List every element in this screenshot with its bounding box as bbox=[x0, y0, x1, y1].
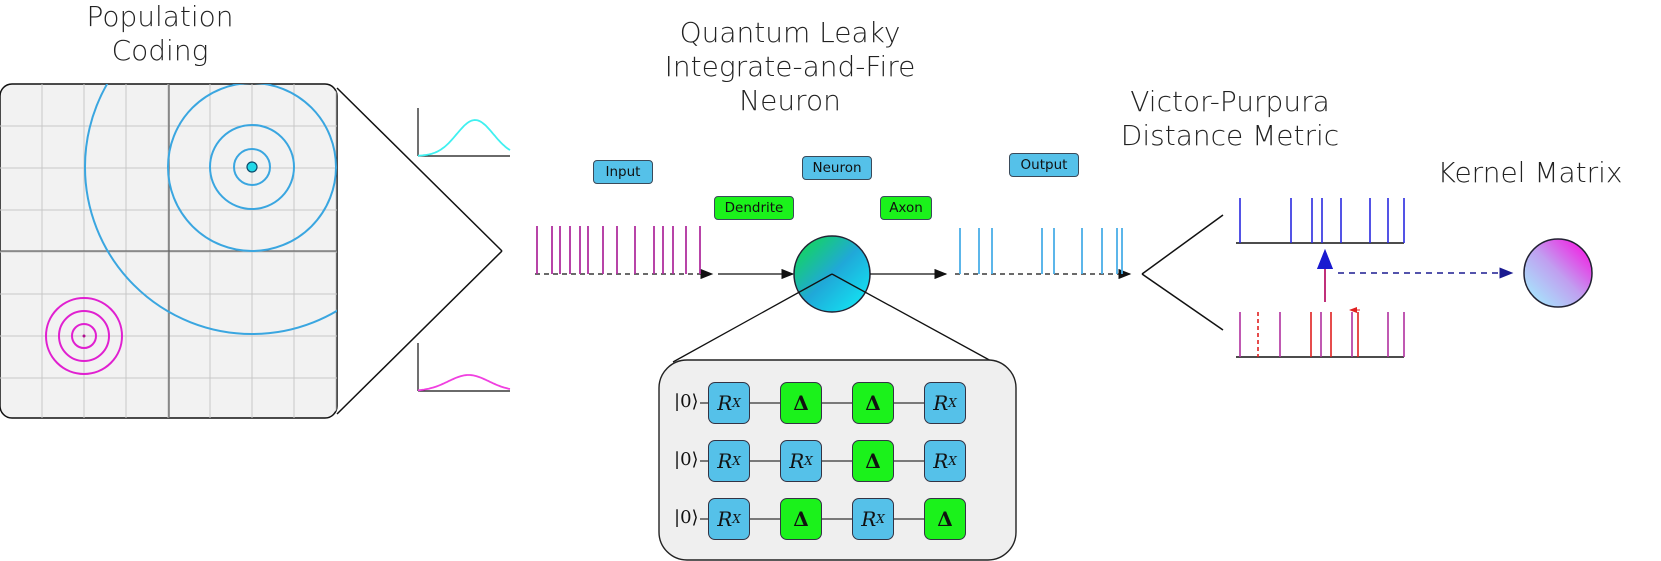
gaussian-plot-bottom bbox=[417, 343, 511, 392]
delta-gate: Δ bbox=[852, 382, 894, 424]
victor-purpura-title: Victor-Purpura Distance Metric bbox=[1120, 85, 1340, 152]
delta-gate: Δ bbox=[924, 498, 966, 540]
magenta-receptive-field-rings bbox=[45, 297, 123, 375]
circuit-zoom-lines bbox=[672, 273, 994, 363]
input-spike-train bbox=[535, 226, 714, 280]
projection-lines bbox=[336, 87, 503, 415]
magenta-center-point bbox=[82, 334, 86, 338]
blue-receptive-field-rings bbox=[84, 84, 337, 335]
kernel-matrix-title: Kernel Matrix bbox=[1437, 156, 1623, 189]
blue-center-point bbox=[246, 161, 258, 173]
output-spike-train bbox=[955, 228, 1132, 280]
vp-fork-lines bbox=[1141, 214, 1224, 331]
dendrite-tag: Dendrite bbox=[714, 196, 794, 220]
gaussian-plot-top bbox=[417, 108, 511, 157]
delta-gate: Δ bbox=[780, 498, 822, 540]
vp-top-spike-train bbox=[1236, 198, 1405, 244]
ket-zero-label: |0⟩ bbox=[674, 449, 699, 470]
vp-bottom-spike-train bbox=[1236, 307, 1405, 358]
kernel-matrix-circle bbox=[1523, 238, 1593, 308]
input-tag: Input bbox=[593, 160, 653, 184]
ket-zero-label: |0⟩ bbox=[674, 507, 699, 528]
population-grid bbox=[0, 83, 338, 419]
qlif-neuron-title: Quantum Leaky Integrate-and-Fire Neuron bbox=[664, 16, 916, 117]
neuron-tag: Neuron bbox=[802, 156, 872, 180]
population-coding-title: Population Coding bbox=[86, 0, 234, 67]
delta-gate: Δ bbox=[852, 440, 894, 482]
output-tag: Output bbox=[1009, 153, 1079, 177]
delta-gate: Δ bbox=[780, 382, 822, 424]
ket-zero-label: |0⟩ bbox=[674, 391, 699, 412]
axon-tag: Axon bbox=[880, 196, 932, 220]
